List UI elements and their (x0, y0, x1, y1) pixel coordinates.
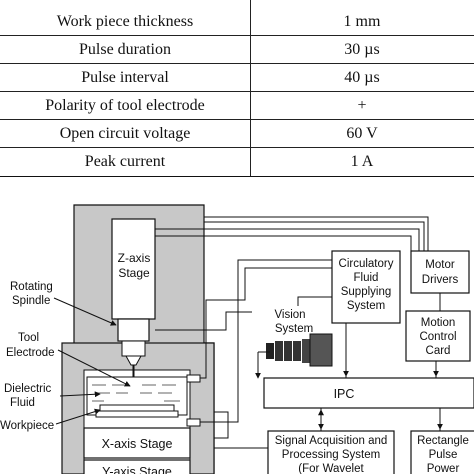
signal-acquisition-label: (For Wavelet (298, 463, 364, 474)
z-axis-stage-label: Stage (118, 266, 150, 280)
signal-acquisition-label: Processing System (282, 449, 380, 461)
vision-system-label: System (275, 323, 313, 335)
parameter-value: 1 mm (343, 13, 381, 30)
motion-control-card-label: Card (426, 345, 451, 357)
rectangle-pulse-power-box (410, 430, 474, 474)
circulatory-fluid-label: System (347, 300, 385, 312)
fluid-port-upper (186, 374, 201, 383)
circulatory-fluid-label: Supplying (341, 286, 392, 298)
parameter-name: Open circuit voltage (59, 125, 191, 142)
table-row: Pulse interval 40 µs (0, 64, 474, 92)
dielectric-fluid-label: Fluid (10, 397, 35, 409)
motor-drivers-label: Drivers (422, 274, 459, 286)
workpiece (99, 404, 175, 412)
signal-acquisition-box (267, 430, 395, 474)
parameter-name: Polarity of tool electrode (45, 97, 205, 114)
z-axis-stage-label: Z-axis (118, 251, 151, 265)
motion-control-card-box (405, 310, 471, 362)
row-divider (0, 91, 474, 92)
row-divider (0, 147, 474, 148)
circulatory-fluid-label: Circulatory (339, 258, 394, 270)
rectangle-pulse-power-label: Power (427, 463, 460, 474)
table-column-divider (250, 0, 251, 177)
workpiece-label: Workpiece (0, 420, 54, 432)
rotating-spindle-label: Spindle (12, 295, 50, 307)
x-axis-stage (83, 427, 191, 459)
fluid-leader (59, 391, 101, 398)
edm-system-diagram: Z-axis Stage X-axis Stage Y-axis Stage R… (0, 204, 474, 474)
flow-arrows (255, 340, 443, 430)
parameter-value: 60 V (346, 125, 378, 142)
workpiece-leader (55, 408, 101, 425)
parameter-name: Pulse duration (79, 41, 171, 58)
motion-control-card-label: Motion (421, 317, 456, 329)
x-axis-stage-label: X-axis Stage (102, 437, 173, 451)
motor-drivers-box (410, 250, 470, 294)
motor-drivers-label: Motor (425, 259, 455, 271)
workpiece-fixture (95, 410, 179, 418)
camera-icon (258, 333, 333, 367)
parameter-name: Pulse interval (81, 69, 169, 86)
parameter-name: Work piece thickness (56, 13, 194, 30)
ipc-box (263, 377, 474, 409)
ipc-label: IPC (334, 387, 355, 401)
parameter-name: Peak current (84, 153, 166, 170)
table-bottom-rule (0, 176, 474, 177)
motion-control-card-label: Control (419, 331, 456, 343)
table-row: Polarity of tool electrode + (0, 92, 474, 120)
parameter-value: 1 A (350, 153, 374, 170)
rotating-spindle (117, 318, 150, 342)
y-axis-stage (83, 459, 191, 474)
row-divider (0, 63, 474, 64)
circulatory-fluid-box (331, 250, 401, 324)
rectangle-pulse-power-label: Rectangle (417, 435, 469, 447)
electrode-leader (57, 349, 131, 387)
rectangle-pulse-power-label: Pulse (429, 449, 458, 461)
rotating-spindle-label: Rotating (10, 281, 53, 293)
tool-electrode-label: Electrode (6, 347, 55, 359)
table-row: Work piece thickness 1 mm (0, 8, 474, 36)
dielectric-fluid (92, 384, 180, 402)
dielectric-fluid-label: Dielectric (4, 383, 52, 395)
y-axis-stage-label: Y-axis Stage (102, 465, 172, 474)
vision-system-label: Vision (274, 309, 305, 321)
row-divider (0, 35, 474, 36)
spindle-leader (53, 297, 117, 326)
parameter-value: + (357, 97, 367, 114)
tool-electrode-label: Tool (18, 332, 39, 344)
z-axis-stage (111, 218, 156, 320)
table-row: Pulse duration 30 µs (0, 36, 474, 64)
spindle-tip (125, 355, 142, 366)
signal-acquisition-label: Signal Acquisition and (275, 435, 388, 447)
row-divider (0, 119, 474, 120)
fluid-port-lower (186, 418, 201, 427)
table-row: Peak current 1 A (0, 148, 474, 176)
parameter-value: 30 µs (344, 41, 380, 58)
table-row: Open circuit voltage 60 V (0, 120, 474, 148)
circulatory-fluid-label: Fluid (354, 272, 379, 284)
spindle-chuck (121, 340, 146, 357)
parameter-value: 40 µs (344, 69, 380, 86)
